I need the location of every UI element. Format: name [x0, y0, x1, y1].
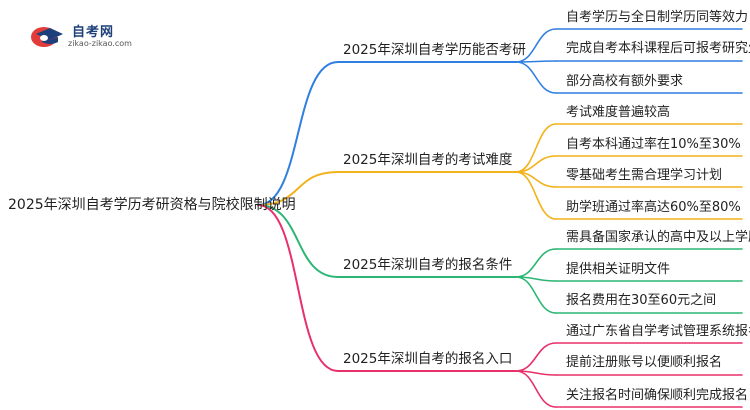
branch-1-to-leaf-3-connector	[515, 61, 557, 94]
root-to-branch-1-connector	[257, 61, 339, 206]
leaf-1-1: 自考学历与全日制学历同等效力	[566, 10, 749, 25]
branch-3-to-leaf-3-connector	[515, 276, 557, 314]
branch-4-to-leaf-3-connector	[515, 370, 557, 408]
leaf-4-1: 通过广东省自学考试管理系统报名	[566, 324, 750, 339]
branch-3-to-leaf-1-connector	[515, 248, 557, 278]
graduation-cap-icon	[31, 27, 63, 47]
leaf-2-2: 自考本科通过率在10%至30%	[566, 137, 741, 152]
branch-4-to-leaf-1-connector	[515, 342, 557, 372]
leaf-4-2: 提前注册账号以便顺利报名	[566, 355, 723, 370]
root-topic: 2025年深圳自考学历考研资格与院校限制说明	[8, 197, 296, 213]
logo-domain: zikao-zikao.com	[68, 39, 132, 48]
root-to-branch-2-connector	[257, 171, 339, 206]
leaf-1-2: 完成自考本科课程后可报考研究生	[566, 41, 750, 56]
branch-2-label: 2025年深圳自考的考试难度	[343, 152, 513, 168]
leaf-2-3: 零基础考生需合理学习计划	[566, 168, 723, 183]
branch-4-label: 2025年深圳自考的报名入口	[343, 351, 513, 367]
branch-2-to-leaf-4-connector	[515, 171, 557, 220]
leaf-4-3: 关注报名时间确保顺利完成报名	[566, 388, 749, 403]
leaf-2-1: 考试难度普遍较高	[566, 105, 671, 120]
branch-1-label: 2025年深圳自考学历能否考研	[343, 42, 526, 58]
leaf-1-3: 部分高校有额外要求	[566, 74, 684, 89]
root-to-branch-3-connector	[257, 204, 339, 278]
leaf-2-4: 助学班通过率高达60%至80%	[566, 200, 741, 215]
site-logo: 自考网 zikao-zikao.com	[30, 20, 140, 52]
root-to-branch-4-connector	[257, 204, 339, 372]
leaf-3-2: 提供相关证明文件	[566, 262, 671, 277]
branch-2-to-leaf-1-connector	[515, 123, 557, 173]
logo-name: 自考网	[72, 25, 115, 40]
leaf-3-1: 需具备国家承认的高中及以上学历	[566, 230, 750, 245]
branch-3-label: 2025年深圳自考的报名条件	[343, 257, 513, 273]
leaf-3-3: 报名费用在30至60元之间	[566, 293, 717, 308]
branch-1-to-leaf-1-connector	[515, 28, 557, 63]
